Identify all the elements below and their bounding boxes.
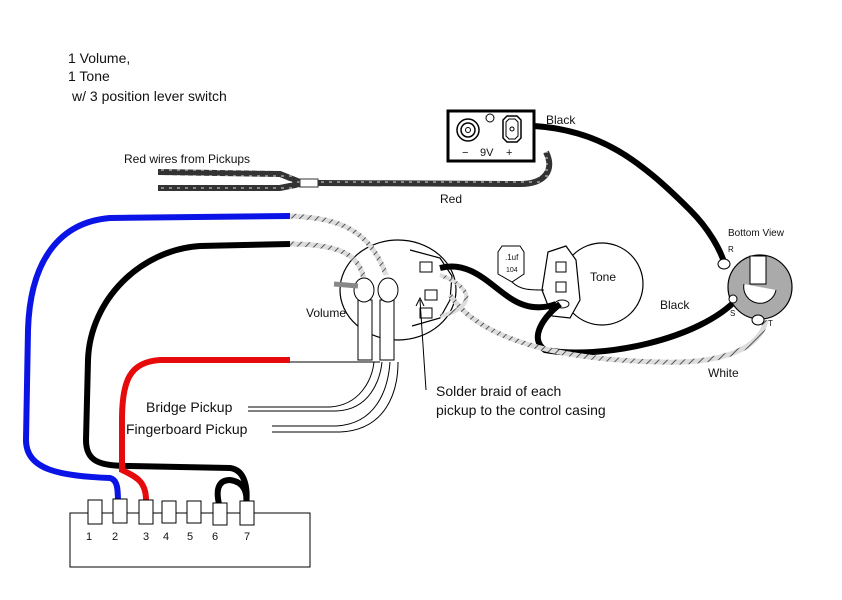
switch-terminal-2	[112, 498, 128, 524]
braid-blue-to-volume	[289, 213, 389, 276]
capacitor: .1uf 104	[497, 245, 545, 291]
white-wire-to-jack-tip	[447, 293, 769, 365]
switch-terminal-3	[138, 499, 154, 525]
bridge-lead-2	[248, 361, 383, 412]
cap-code: 104	[506, 267, 518, 274]
fingerboard-lead-2	[272, 361, 399, 433]
label-fingerboard-pickup: Fingerboard Pickup	[126, 421, 248, 437]
switch-terminal-5	[186, 500, 202, 524]
switch-terminal-1	[87, 499, 103, 525]
solder-note-pointer	[419, 299, 427, 391]
battery-minus-terminal-icon	[456, 118, 480, 142]
output-jack	[717, 254, 793, 326]
tone-pot	[541, 242, 644, 326]
terminal-label-3: 3	[143, 531, 149, 543]
label-red: Red	[440, 192, 462, 206]
black-wire	[82, 241, 291, 507]
gray-lug	[333, 281, 359, 289]
blue-wire	[22, 213, 291, 507]
jumper-wire-6-7	[214, 476, 250, 509]
battery-plus-terminal-icon	[502, 115, 522, 143]
switch-terminal-7	[239, 500, 255, 526]
label-bottom-view: Bottom View	[728, 228, 785, 239]
terminal-label-2: 2	[112, 531, 118, 543]
label-tone: Tone	[590, 270, 616, 284]
label-black-battery: Black	[546, 113, 576, 127]
bridge-lead-1	[248, 361, 375, 408]
cap-value: .1uf	[505, 253, 519, 262]
solder-note-line-2: pickup to the control casing	[436, 402, 606, 418]
terminal-label-4: 4	[163, 531, 169, 543]
switch-terminal-4	[161, 500, 177, 524]
terminal-label-6: 6	[212, 531, 218, 543]
red-wire-pickup-1	[157, 169, 302, 185]
fingerboard-lead-1	[272, 361, 391, 427]
lever-switch: 1 2 3 4 5 6 7	[69, 498, 311, 568]
switch-terminal-6	[212, 502, 228, 526]
braid-black-to-volume	[289, 241, 367, 281]
battery-9v: − 9V +	[446, 109, 536, 163]
terminal-label-7: 7	[244, 531, 250, 543]
terminal-label-1: 1	[86, 531, 92, 543]
terminal-label-5: 5	[187, 531, 193, 543]
black-wire-battery-to-jack	[533, 123, 727, 264]
red-wire	[119, 357, 290, 501]
title-line-1: 1 Volume,	[68, 50, 130, 66]
title-line-2: 1 Tone	[68, 68, 110, 84]
red-wire-to-battery	[317, 150, 553, 188]
battery-voltage: 9V	[480, 147, 494, 159]
label-bridge-pickup: Bridge Pickup	[146, 399, 233, 415]
label-black-jack: Black	[660, 298, 690, 312]
label-volume: Volume	[306, 306, 346, 320]
battery-plus: +	[506, 147, 512, 159]
solder-note-line-1: Solder braid of each	[436, 383, 561, 399]
red-wire-pickup-2	[158, 181, 301, 191]
label-red-wires: Red wires from Pickups	[124, 152, 250, 166]
label-jack-r: R	[728, 245, 734, 254]
label-white: White	[708, 366, 739, 380]
braid-volume-ground	[439, 273, 469, 318]
battery-minus: −	[462, 147, 468, 159]
black-wire-volume-to-tone	[439, 263, 558, 311]
title-line-3: w/ 3 position lever switch	[71, 88, 227, 104]
label-jack-t: T	[768, 319, 773, 328]
label-jack-s: S	[730, 309, 735, 318]
